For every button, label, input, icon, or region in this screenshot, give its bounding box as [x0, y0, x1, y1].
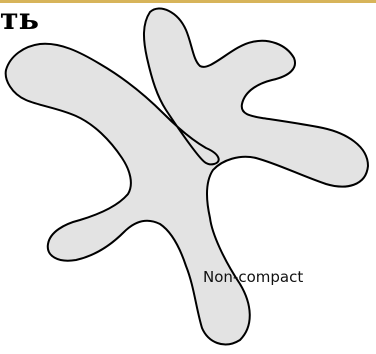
non-compact-shape: [6, 8, 368, 344]
shape-label: Non-compact: [203, 268, 303, 286]
